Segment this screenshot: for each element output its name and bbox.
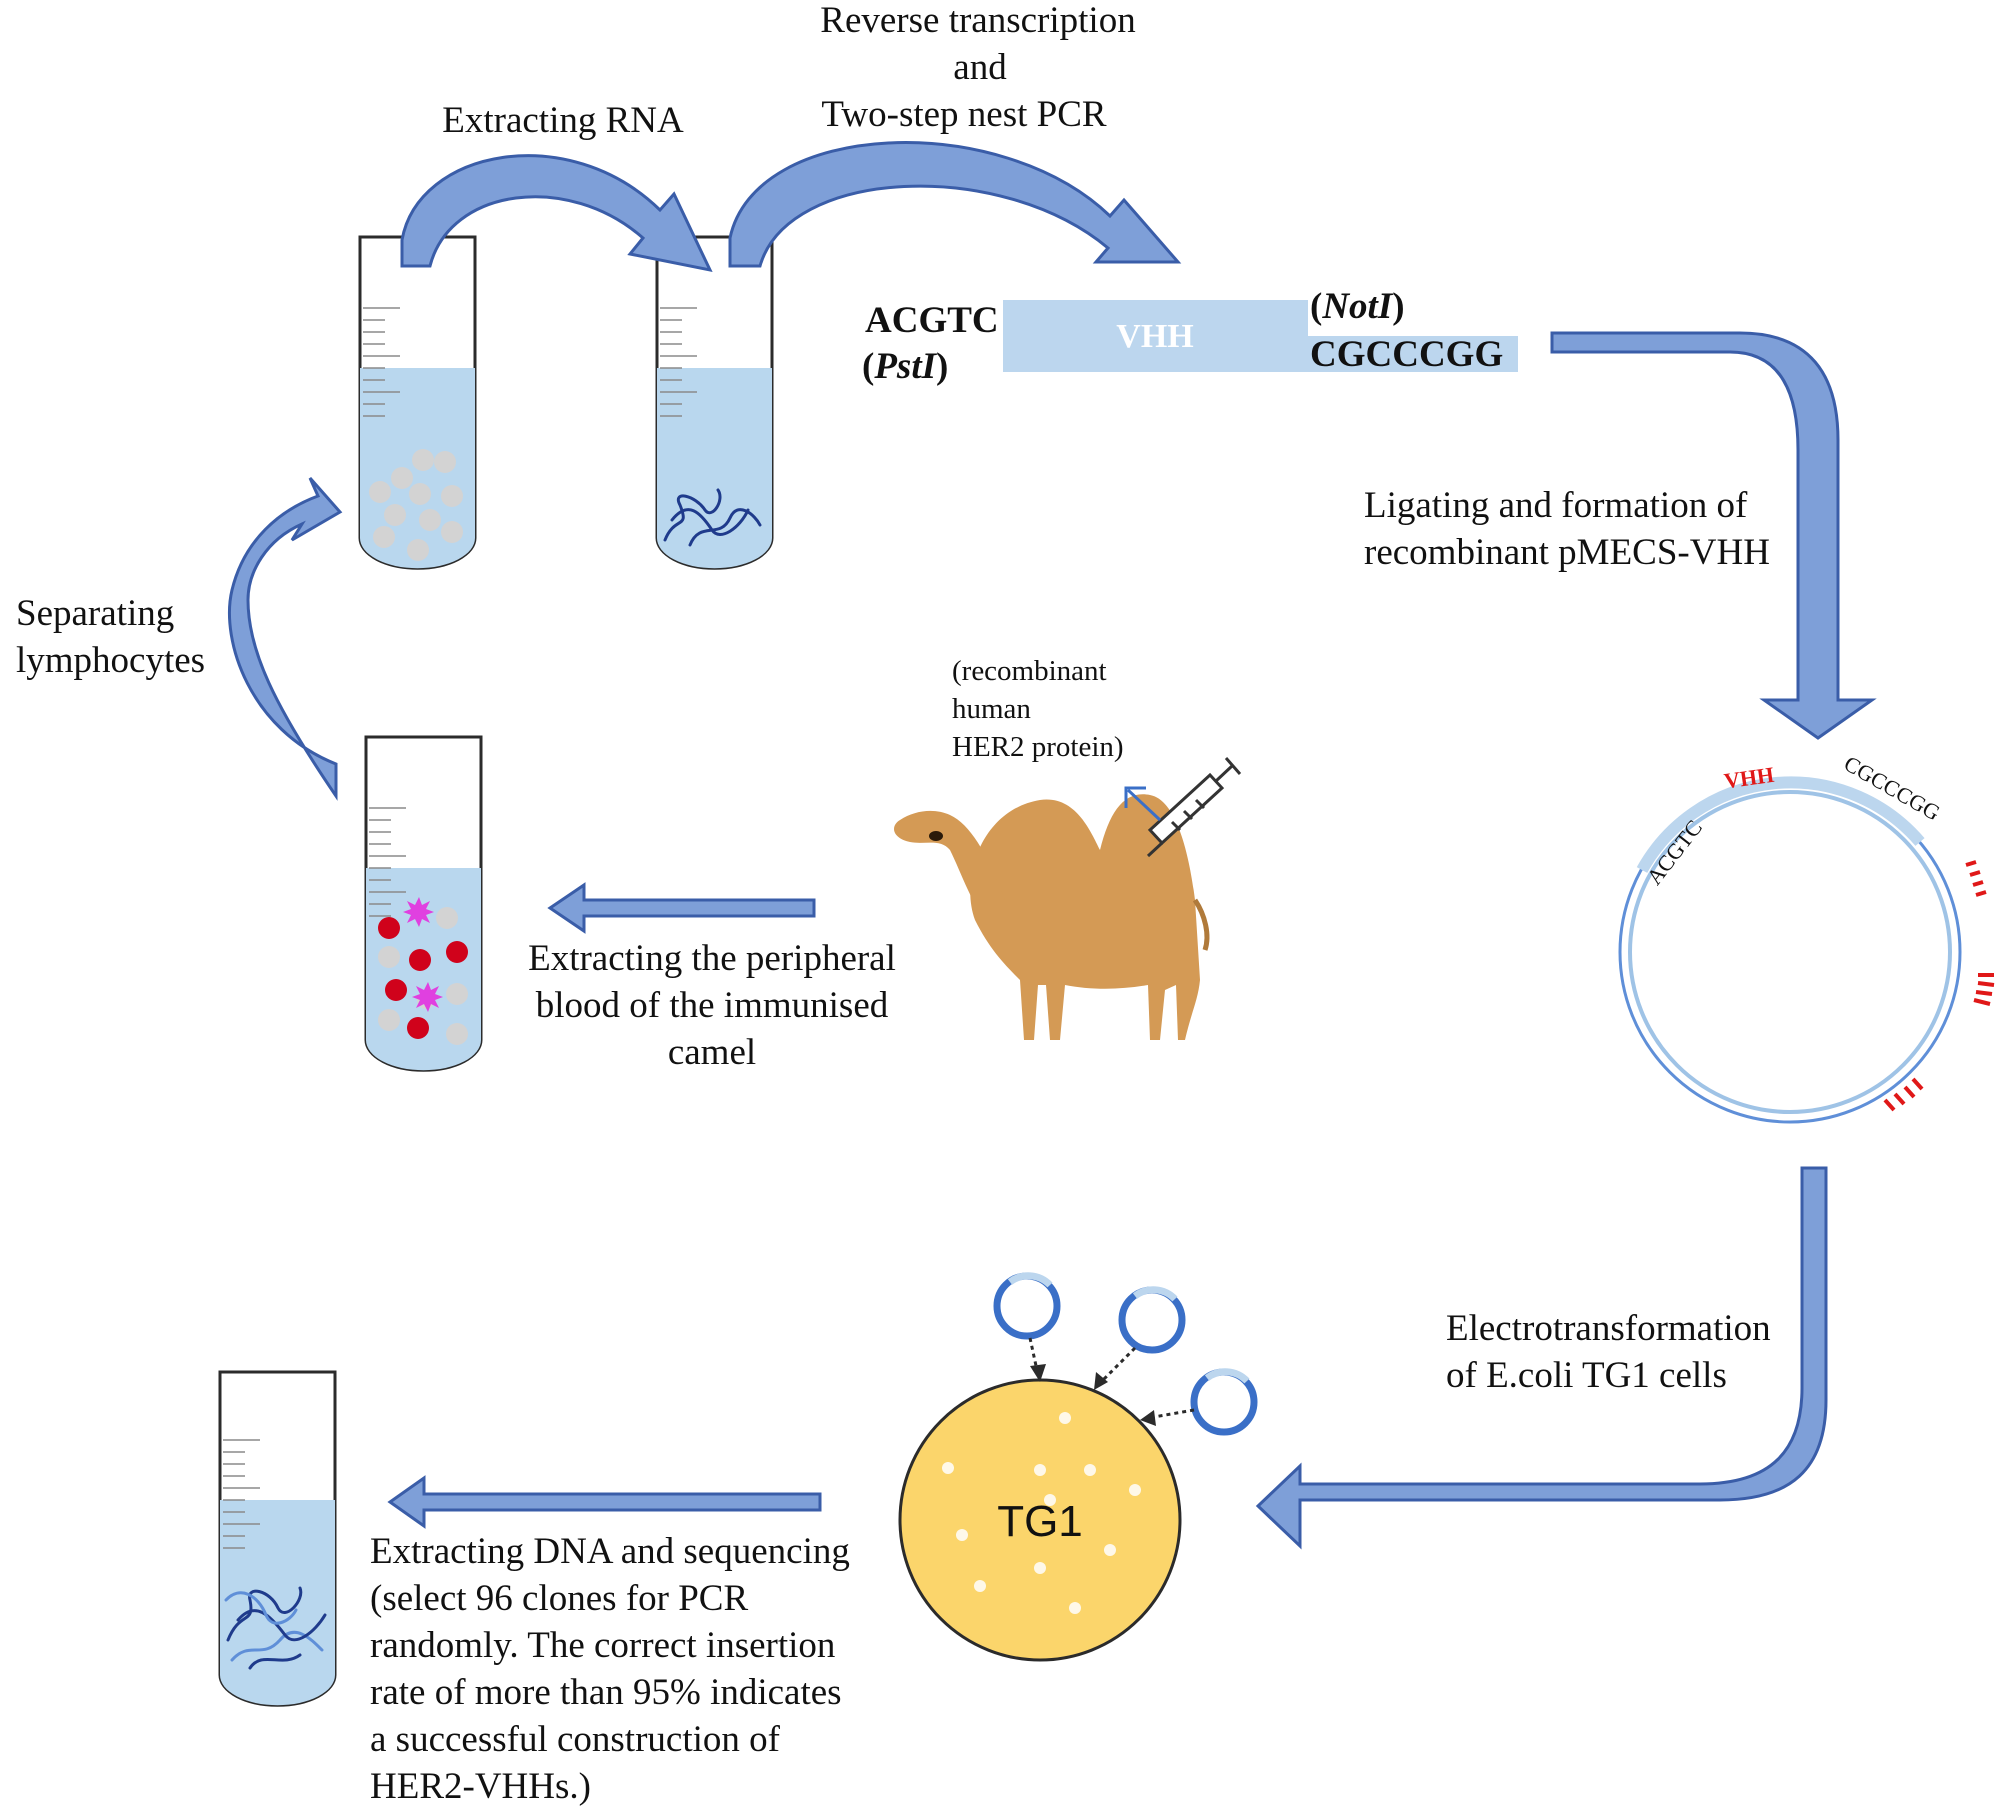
pstI-enzyme: PstI — [873, 346, 937, 387]
arrow-extracting-dna — [387, 1475, 822, 1529]
label-electrotransformation-2: of E.coli TG1 cells — [1446, 1355, 1727, 1396]
label-separating-2: lymphocytes — [16, 640, 205, 681]
label-extracting-dna-2: (select 96 clones for PCR — [370, 1578, 748, 1619]
tg1-label: TG1 — [997, 1497, 1083, 1546]
label-separating-1: Separating — [16, 593, 174, 634]
label-extracting-blood-2: blood of the immunised — [536, 985, 889, 1026]
label-extracting-dna-6: HER2-VHHs.) — [370, 1766, 591, 1807]
label-reverse-transcription-2: and — [953, 47, 1007, 88]
tube-lymphocytes — [358, 235, 477, 570]
label-extracting-blood-3: camel — [668, 1032, 756, 1073]
tube-rna — [655, 235, 774, 570]
label-ligating-2: recombinant pMECS-VHH — [1364, 532, 1770, 573]
label-extracting-dna-5: a successful construction of — [370, 1719, 781, 1760]
arrow-extracting-blood — [547, 882, 816, 934]
label-electrotransformation-1: Electrotransformation — [1446, 1308, 1771, 1349]
arrow-pcr — [728, 141, 1182, 268]
lymphocyte-cells — [369, 449, 463, 561]
pstI-label: (PstI) — [862, 346, 948, 387]
arrow-extracting-rna — [400, 154, 713, 273]
plasmid-pmecs-vhh: ACGTC VHH CGCCCGG — [1618, 751, 1995, 1124]
arrow-ligating — [1550, 331, 1877, 740]
small-plasmids — [993, 1272, 1258, 1436]
label-ligating-1: Ligating and formation of — [1364, 485, 1748, 526]
label-antigen-2: human — [952, 693, 1031, 725]
label-extracting-rna: Extracting RNA — [442, 100, 684, 141]
arrow-electrotransformation — [1255, 1166, 1828, 1550]
label-extracting-blood-1: Extracting the peripheral — [528, 938, 896, 979]
notI-label: (NotI) — [1310, 286, 1405, 327]
label-reverse-transcription-3: Two-step nest PCR — [821, 94, 1107, 135]
pstI-sequence: ACGTC — [865, 300, 999, 341]
tube-dna — [218, 1370, 337, 1707]
label-antigen-3: HER2 protein) — [952, 731, 1124, 763]
insert-bar-right — [1308, 336, 1518, 372]
injection-arrow-icon — [1124, 786, 1162, 822]
label-antigen-1: (recombinant — [952, 655, 1107, 687]
camel-illustration — [894, 794, 1210, 1040]
dna-strands — [224, 1586, 327, 1670]
rna-strands — [663, 488, 762, 547]
tube-blood — [364, 735, 483, 1072]
transfer-arrowheads — [1030, 1364, 1156, 1426]
label-reverse-transcription-1: Reverse transcription — [820, 0, 1135, 41]
label-extracting-dna-1: Extracting DNA and sequencing — [370, 1531, 850, 1572]
insert-construct: VHH ACGTC (PstI) (NotI) CGCCCGG — [862, 286, 1518, 387]
blood-cells — [378, 897, 468, 1045]
notI-enzyme: NotI — [1321, 286, 1394, 327]
insert-vhh-label: VHH — [1116, 318, 1193, 355]
notI-sequence: CGCCCGG — [1310, 334, 1503, 375]
insert-bar — [1003, 300, 1308, 372]
label-extracting-dna-3: randomly. The correct insertion — [370, 1625, 835, 1666]
plasmid-red-marks — [1883, 860, 1995, 1112]
label-extracting-dna-4: rate of more than 95% indicates — [370, 1672, 842, 1713]
syringe-icon — [1146, 757, 1242, 858]
tg1-cell: TG1 — [898, 1378, 1182, 1662]
arrow-separating — [227, 477, 343, 801]
